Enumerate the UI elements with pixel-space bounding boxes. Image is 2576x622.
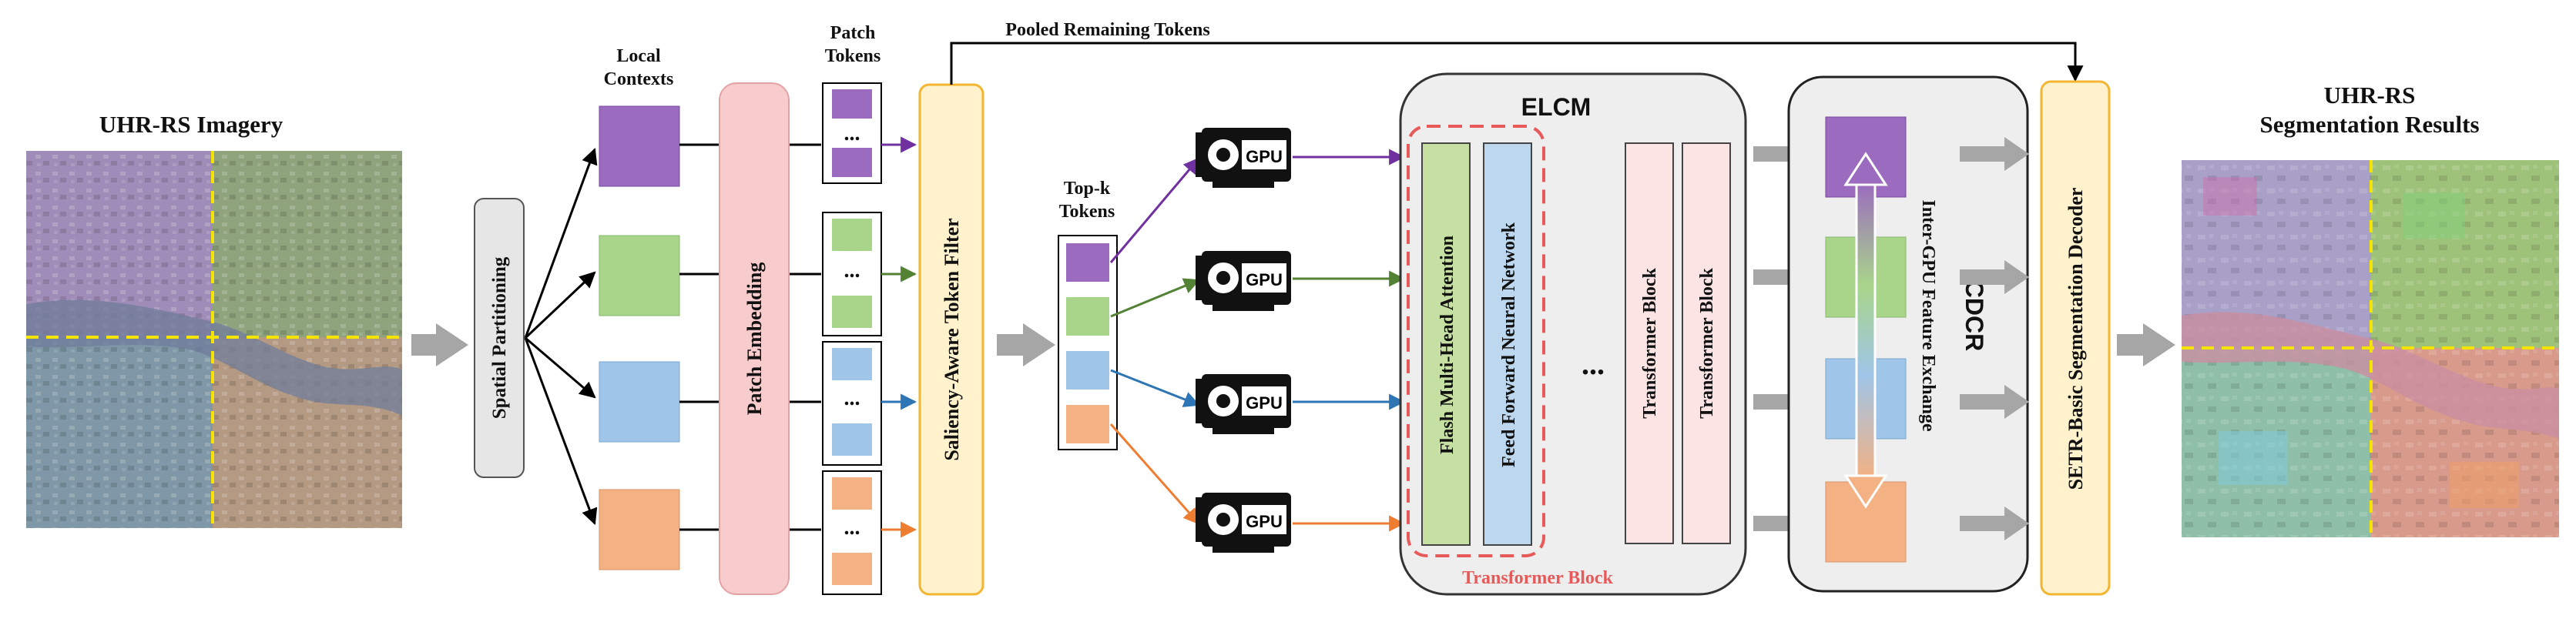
svg-text:GPU: GPU bbox=[1246, 270, 1283, 289]
topk-token-blue bbox=[1066, 351, 1109, 390]
cdcr-to-decoder-arrows bbox=[1960, 137, 2029, 540]
elcm-ellipsis: ... bbox=[1581, 346, 1605, 381]
patch-embedding-box bbox=[719, 82, 790, 595]
topk-label: Top-k bbox=[1064, 179, 1111, 199]
topk-token-purple bbox=[1066, 243, 1109, 282]
transformer-block-label-2: Transformer Block bbox=[1697, 267, 1717, 418]
flow-arrow-2 bbox=[997, 323, 1055, 366]
svg-text:GPU: GPU bbox=[1246, 512, 1283, 531]
decoder-label: SETR-Basic Segmentation Decoder bbox=[2064, 188, 2087, 490]
topk-token-green bbox=[1066, 297, 1109, 336]
gpu-icon: GPU bbox=[1196, 374, 1291, 434]
local-contexts-label-2: Contexts bbox=[604, 69, 674, 89]
gpu-icon: GPU bbox=[1196, 128, 1291, 188]
flow-arrow-1 bbox=[411, 323, 468, 366]
topk-token-orange bbox=[1066, 405, 1109, 443]
local-context-blue bbox=[599, 361, 680, 443]
input-image bbox=[26, 151, 402, 528]
svg-text:...: ... bbox=[844, 259, 860, 283]
transformer-block-box-2 bbox=[1682, 142, 1731, 544]
ffn-label: Feed Forward Neural Network bbox=[1499, 222, 1519, 467]
patch-tokens-group-purple: ... bbox=[822, 82, 882, 184]
local-context-orange bbox=[599, 489, 680, 570]
transformer-block-box-1 bbox=[1625, 142, 1674, 544]
gpu-to-elcm-arrows bbox=[1293, 149, 1406, 532]
cdcr-subtitle: Inter-GPU Feature Exchange bbox=[1918, 199, 1938, 432]
topk-to-gpu-arrows bbox=[1109, 157, 1200, 525]
svg-text:...: ... bbox=[844, 516, 860, 540]
output-segmentation-image bbox=[2182, 160, 2559, 537]
topk-label-2: Tokens bbox=[1059, 202, 1115, 222]
elcm-title: ELCM bbox=[1521, 93, 1592, 121]
patch-tokens-label: Patch bbox=[830, 23, 876, 43]
token-to-filter-arrows bbox=[881, 136, 917, 538]
gpu-icon: GPU bbox=[1196, 251, 1291, 311]
flash-attention-box bbox=[1421, 142, 1471, 546]
ffn-box bbox=[1483, 142, 1532, 546]
transformer-block-label-1: Transformer Block bbox=[1640, 267, 1660, 418]
local-contexts-label: Local bbox=[616, 46, 661, 66]
svg-text:...: ... bbox=[844, 122, 860, 145]
partition-arrows bbox=[524, 148, 598, 525]
pooled-tokens-label: Pooled Remaining Tokens bbox=[1005, 20, 1209, 40]
patch-tokens-label-2: Tokens bbox=[825, 46, 881, 66]
spatial-partitioning-box bbox=[474, 198, 525, 478]
cdcr-title: CDCR bbox=[1961, 280, 1988, 351]
patch-tokens-group-blue: ... bbox=[822, 341, 882, 466]
transformer-block-dashed bbox=[1407, 125, 1545, 557]
svg-text:GPU: GPU bbox=[1246, 393, 1283, 413]
svg-text:GPU: GPU bbox=[1246, 147, 1283, 166]
svg-text:...: ... bbox=[844, 386, 860, 410]
cdcr-box bbox=[1787, 75, 2029, 593]
pooled-tokens-path bbox=[950, 42, 2084, 85]
transformer-block-caption: Transformer Block bbox=[1462, 568, 1613, 588]
decoder-box bbox=[2040, 80, 2111, 596]
patch-tokens-group-orange: ... bbox=[822, 470, 882, 595]
exchange-arrow-icon bbox=[1843, 152, 1888, 509]
flash-attention-label: Flash Multi-Head Attention bbox=[1437, 236, 1457, 454]
local-context-green bbox=[599, 235, 680, 316]
local-context-purple bbox=[599, 105, 680, 187]
token-filter-label: Saliency-Aware Token Filter bbox=[941, 218, 963, 460]
patch-tokens-group-green: ... bbox=[822, 212, 882, 336]
spatial-partitioning-label: Spatial Partitioning bbox=[489, 256, 510, 419]
gpu-icon: GPU bbox=[1196, 493, 1291, 553]
flow-arrow-3 bbox=[2117, 323, 2175, 366]
input-title: UHR-RS Imagery bbox=[99, 111, 283, 138]
patch-embedding-label: Patch Embedding bbox=[743, 263, 766, 416]
output-title-2: Segmentation Results bbox=[2259, 111, 2479, 138]
output-title: UHR-RS bbox=[2324, 82, 2416, 109]
